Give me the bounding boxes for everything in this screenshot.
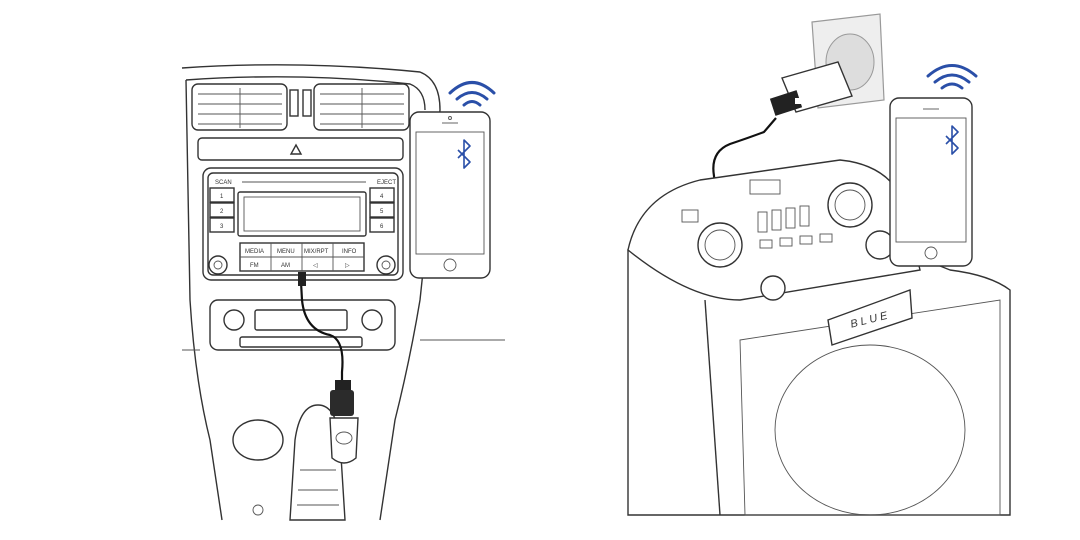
car-dashboard: SCAN EJECT 1 2 3 4 5 6 MEDIA MENU MIX/RP… (181, 64, 505, 521)
next-button[interactable]: ▷ (345, 263, 350, 269)
preset-1[interactable]: 1 (220, 194, 224, 200)
preset-2[interactable]: 2 (220, 209, 224, 215)
menu-button[interactable]: MENU (277, 249, 295, 255)
radio-eject-label[interactable]: EJECT (377, 180, 396, 186)
woofer (774, 344, 966, 516)
aux-plug (298, 272, 306, 286)
preset-4[interactable]: 4 (380, 194, 384, 200)
fm-button[interactable]: FM (250, 263, 259, 269)
am-button[interactable]: AM (281, 263, 290, 269)
preset-buttons-left: 1 2 3 (209, 187, 235, 233)
preset-5[interactable]: 5 (380, 209, 384, 215)
smartphone-left (409, 111, 491, 279)
smartphone-right (889, 97, 973, 267)
aux-cable-right (712, 117, 777, 197)
radio-scan-label[interactable]: SCAN (215, 180, 232, 186)
usb-charger-car (329, 380, 359, 464)
bluetooth-icon (457, 139, 471, 169)
bluetooth-icon (945, 125, 959, 155)
party-speaker: BLUE (627, 13, 1011, 516)
preset-3[interactable]: 3 (220, 224, 224, 230)
wifi-signal-icon (448, 81, 496, 107)
air-vents (191, 83, 410, 131)
hazard-icon (289, 143, 303, 155)
car-radio: SCAN EJECT 1 2 3 4 5 6 MEDIA MENU MIX/RP… (202, 167, 404, 281)
info-button[interactable]: INFO (342, 249, 357, 255)
radio-display (237, 191, 367, 237)
volume-knob[interactable] (208, 255, 228, 275)
aux-cable (299, 281, 344, 385)
wifi-signal-icon (926, 64, 978, 90)
tuning-knob[interactable] (376, 255, 396, 275)
preset-buttons-right: 4 5 6 (369, 187, 395, 233)
mix-rpt-button[interactable]: MIX/RPT (304, 249, 329, 255)
media-button[interactable]: MEDIA (245, 249, 264, 255)
usb-charger-wall (769, 61, 853, 116)
preset-6[interactable]: 6 (380, 224, 384, 230)
hazard-strip (197, 137, 404, 161)
brand-plate: BLUE (827, 289, 913, 346)
prev-button[interactable]: ◁ (313, 263, 318, 269)
